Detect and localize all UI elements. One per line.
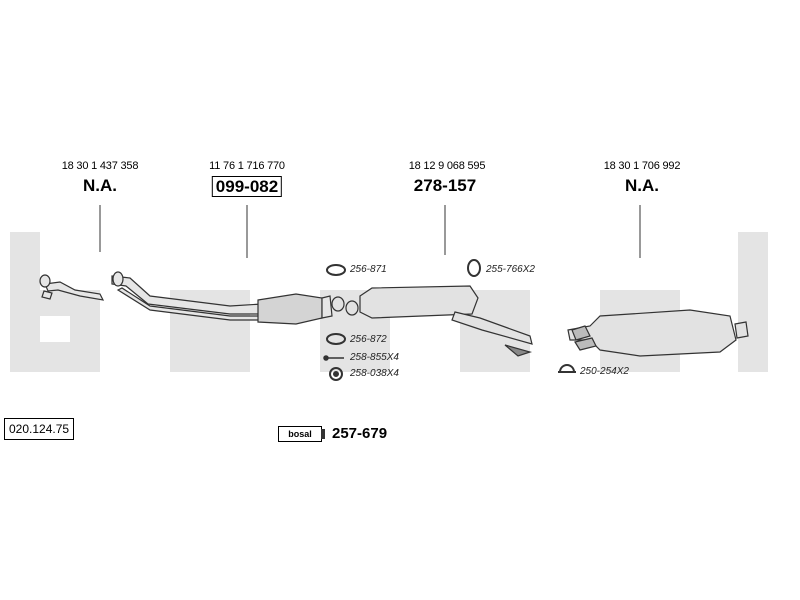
- accessory-code: 256-872: [350, 334, 387, 345]
- bosal-logo: bosal: [278, 426, 325, 442]
- kit-part-number: 257-679: [332, 425, 388, 442]
- clamp-icon: [558, 364, 576, 373]
- accessory-code: 256-871: [350, 264, 387, 275]
- catalytic-converter: [111, 271, 333, 325]
- rear-silencer: [567, 309, 749, 357]
- middle-silencer: [331, 285, 533, 357]
- part-number: 278-157: [413, 176, 477, 195]
- part-number: N.A.: [625, 176, 659, 195]
- oe-number: 11 76 1 716 770: [209, 160, 285, 172]
- gasket-ring-icon: [326, 333, 346, 345]
- nut-icon: [329, 367, 343, 381]
- leader-lines: [99, 205, 641, 258]
- bolt-icon: [323, 355, 344, 361]
- rubber-mount-icon: [467, 259, 481, 277]
- gasket-ring-icon: [326, 264, 346, 276]
- accessory-code: 250-254X2: [580, 366, 629, 377]
- oe-number: 18 30 1 706 992: [603, 160, 681, 172]
- accessory-code: 255-766X2: [486, 264, 535, 275]
- front-pipe: [39, 274, 105, 301]
- part-number: 099-082: [211, 176, 283, 197]
- accessory-code: 258-855X4: [350, 352, 399, 363]
- oe-number: 18 30 1 437 358: [61, 160, 139, 172]
- diagram-id: 020.124.75: [4, 418, 75, 440]
- oe-number: 18 12 9 068 595: [408, 160, 486, 172]
- accessory-code: 258-038X4: [350, 368, 399, 379]
- part-number: N.A.: [83, 176, 117, 195]
